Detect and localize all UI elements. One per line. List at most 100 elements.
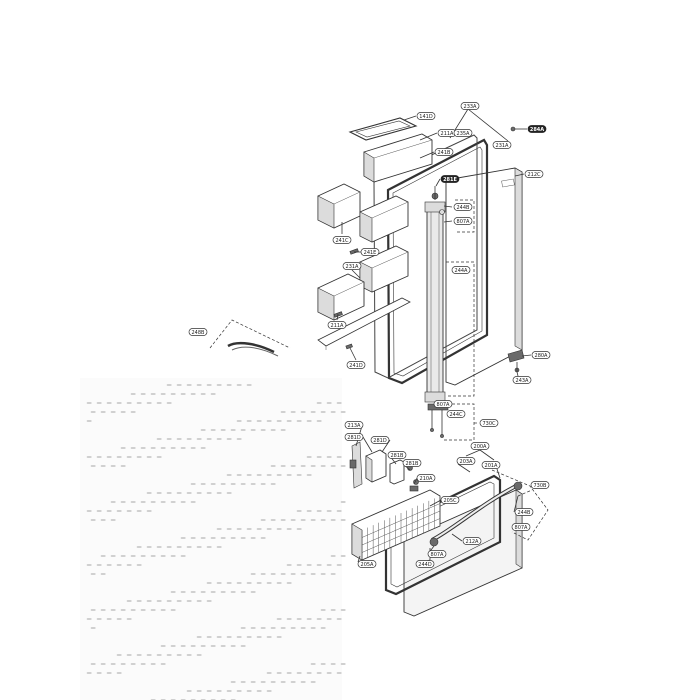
drawer-gasket	[384, 474, 502, 596]
part-label: 210A	[416, 474, 436, 482]
hinge-bracket	[507, 349, 525, 363]
part-label-text: 730B	[534, 483, 548, 489]
brand-plate	[501, 178, 515, 188]
part-label-bubble	[434, 148, 454, 156]
part-label-text: 212A	[466, 539, 480, 545]
part-label: 281D	[344, 433, 364, 441]
part-label-text: 730C	[482, 421, 496, 427]
part-label-text: 210A	[420, 476, 434, 482]
part-label-text: 211A	[331, 323, 345, 329]
part-label-text: 281B	[391, 453, 405, 459]
part-label: 233A	[460, 102, 480, 110]
part-label-text: 141D	[419, 114, 433, 120]
part-label-text: 241D	[349, 363, 363, 369]
part-label-text: 212C	[527, 172, 541, 178]
part-label: 243A	[512, 376, 532, 384]
hinge-tube	[426, 209, 444, 397]
part-label-text: 244A	[455, 268, 469, 274]
part-label-text: 200A	[474, 444, 488, 450]
part-label-text: 807A	[431, 552, 445, 558]
part-label-text: 244B	[457, 205, 471, 211]
part-label-text: 231A	[346, 264, 360, 270]
part-label-text: 241B	[438, 150, 452, 156]
part-label-bubble	[453, 129, 473, 137]
upper-door-edge	[514, 167, 523, 351]
part-label: 284A	[527, 125, 547, 133]
part-label-text: 807A	[515, 525, 529, 531]
part-label: 730C	[479, 419, 499, 427]
top-bin-lid	[348, 117, 418, 141]
part-label: 213A	[344, 421, 364, 429]
door-shelf-rail	[317, 297, 411, 347]
part-label-text: 243A	[516, 378, 530, 384]
part-label-bubble	[492, 141, 512, 149]
part-label-bubble	[527, 125, 547, 133]
part-label: 241B	[434, 148, 454, 156]
door-liner	[373, 134, 478, 379]
part-label-bubble	[512, 376, 532, 384]
part-label: 205C	[440, 496, 460, 504]
part-label: 244B	[453, 203, 473, 211]
part-label-bubble	[453, 217, 473, 225]
spare-gasket-part	[209, 319, 291, 357]
part-label-text: 248B	[192, 330, 206, 336]
part-label-bubble	[416, 112, 436, 120]
cover-plate-2	[389, 459, 405, 485]
part-label: 244B	[514, 508, 534, 516]
part-label-bubble	[453, 203, 473, 211]
part-label-text: 201A	[485, 463, 499, 469]
part-label: 241C	[332, 236, 352, 244]
part-label: 281E	[440, 175, 460, 183]
part-label-bubble	[470, 442, 490, 450]
part-label-bubble	[479, 419, 499, 427]
part-label-bubble	[188, 328, 208, 336]
part-label-text: 241C	[335, 238, 349, 244]
part-label-bubble	[332, 236, 352, 244]
part-label-text: 807A	[457, 219, 471, 225]
part-label-text: 233A	[464, 104, 478, 110]
lower-door-assembly	[349, 425, 549, 617]
part-label-bubble	[344, 421, 364, 429]
part-label: 281B	[387, 451, 407, 459]
part-label-bubble	[342, 262, 362, 270]
part-label: 212A	[462, 537, 482, 545]
ghost-pattern	[80, 378, 346, 700]
part-label-text: 235A	[457, 131, 471, 137]
part-label-bubble	[481, 461, 501, 469]
part-label-text: 244C	[449, 412, 463, 418]
part-label: 281D	[370, 436, 390, 444]
part-label-bubble	[415, 560, 435, 568]
part-label-bubble	[387, 451, 407, 459]
part-label-text: 281E	[443, 177, 457, 183]
part-label-bubble	[416, 474, 436, 482]
part-label: 231A	[342, 262, 362, 270]
part-label: 807A	[433, 400, 453, 408]
part-label-bubble	[346, 361, 366, 369]
part-label: 211A	[437, 129, 457, 137]
part-label: 231A	[492, 141, 512, 149]
part-label: 244A	[451, 266, 471, 274]
part-label: 205A	[357, 560, 377, 568]
part-label-bubble	[446, 410, 466, 418]
part-label-bubble	[360, 248, 380, 256]
part-label-text: 205A	[361, 562, 375, 568]
part-label: 212C	[524, 170, 544, 178]
part-label-bubble	[511, 523, 531, 531]
part-label-bubble	[451, 266, 471, 274]
part-label-text: 807A	[437, 402, 451, 408]
part-label: 241D	[346, 361, 366, 369]
part-label: 807A	[427, 550, 447, 558]
part-label: 244D	[415, 560, 435, 568]
freezer-basket	[351, 489, 441, 561]
left-bracket	[351, 441, 363, 489]
part-label-bubble	[524, 170, 544, 178]
part-label-bubble	[440, 496, 460, 504]
part-label-text: 203A	[460, 459, 474, 465]
part-label-text: 244B	[518, 510, 532, 516]
part-label-text: 281D	[347, 435, 361, 441]
part-label-bubble	[530, 481, 550, 489]
part-label-bubble	[402, 459, 422, 467]
part-label: 281B	[402, 459, 422, 467]
part-label-bubble	[344, 433, 364, 441]
